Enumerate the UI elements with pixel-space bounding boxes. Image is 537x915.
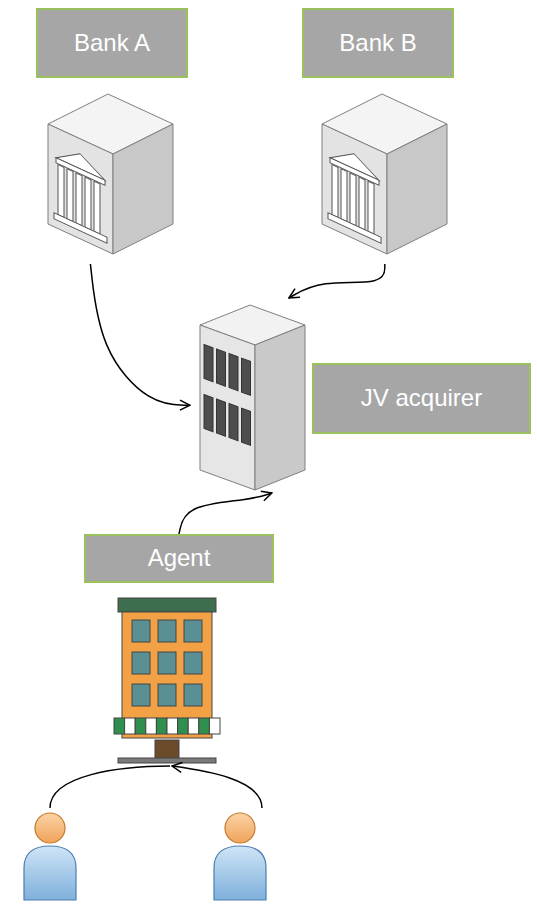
- office-building-part-part: [204, 344, 213, 381]
- office-building-part: [200, 325, 255, 490]
- office-building-part-part: [229, 354, 238, 391]
- shop-building-part-part: [167, 718, 178, 734]
- shop-building-part: [114, 718, 220, 734]
- shop-building-part-part: [114, 718, 125, 734]
- node-label: Bank B: [339, 30, 416, 56]
- shop-building-part: [132, 620, 202, 706]
- bank-building-part: [113, 124, 173, 254]
- shop-building-part: [122, 612, 212, 738]
- shop-building-part-part: [132, 652, 150, 674]
- node-label: JV acquirer: [361, 385, 482, 411]
- customer-icon-part: [225, 813, 255, 843]
- bank-building-part-part: [368, 181, 374, 234]
- office-building-part-part: [204, 394, 213, 431]
- connector-arrow: [179, 493, 272, 534]
- shop-building: [114, 598, 220, 763]
- shop-building-part-part: [158, 620, 176, 642]
- bank-building: [48, 94, 173, 254]
- shop-building-part: [118, 598, 216, 612]
- shop-building-part-part: [158, 652, 176, 674]
- label-box: Agent: [84, 534, 274, 583]
- customer-icon: [214, 813, 266, 900]
- customer-icon-part: [214, 846, 266, 900]
- shop-building-part-part: [199, 718, 210, 734]
- connector-arrow: [90, 264, 190, 405]
- bank-building-part-part: [58, 165, 64, 218]
- shop-building-part-part: [158, 684, 176, 706]
- bank-building-part-part: [350, 173, 356, 226]
- shop-building-part-part: [135, 718, 146, 734]
- bank-building-part: [54, 142, 107, 243]
- label-box: Bank B: [302, 8, 454, 78]
- node: JV acquirer: [190, 298, 531, 493]
- bank-building-part-part: [85, 177, 91, 230]
- bank-building-part-part: [341, 169, 347, 222]
- bank-building-part-part: [67, 169, 73, 222]
- office-building: [200, 305, 305, 490]
- bank-building-part: [322, 124, 387, 254]
- shop-building-part-part: [132, 620, 150, 642]
- bank-building-part-part: [332, 165, 338, 218]
- bank-building-part-part: [328, 213, 381, 243]
- connector-arrow: [289, 264, 385, 298]
- shop-building-part-part: [125, 718, 136, 734]
- bank-building-part: [387, 124, 447, 254]
- bank-building-part-part: [54, 213, 107, 243]
- shop-building-part-part: [209, 718, 220, 734]
- office-building-part: [255, 325, 305, 490]
- customer-arrow: [50, 766, 170, 808]
- shop-building-part-part: [188, 718, 199, 734]
- node: Bank A: [36, 8, 196, 264]
- shop-building-part: [155, 740, 179, 760]
- customer-icon-part: [35, 813, 65, 843]
- office-building-part: [204, 344, 251, 445]
- office-building-part-part: [217, 399, 226, 436]
- node-label: Bank A: [74, 30, 150, 56]
- office-building-part-part: [229, 404, 238, 441]
- office-building-part-part: [217, 349, 226, 386]
- bank-building-part-part: [76, 173, 82, 226]
- node: Agent: [82, 534, 276, 764]
- shop-building-part-part: [184, 684, 202, 706]
- bank-building: [322, 94, 447, 254]
- shop-building-part-part: [184, 652, 202, 674]
- bank-building-part: [48, 124, 113, 254]
- label-box: Bank A: [36, 8, 188, 78]
- bank-building-part-part: [359, 177, 365, 230]
- bank-building-part: [328, 142, 381, 243]
- customer-icon: [24, 813, 76, 900]
- customer-icon-part: [24, 846, 76, 900]
- shop-building-part-part: [184, 620, 202, 642]
- bank-building-part-part: [94, 181, 100, 234]
- node-label: Agent: [148, 545, 211, 571]
- shop-building-part-part: [132, 684, 150, 706]
- label-box: JV acquirer: [312, 363, 531, 434]
- office-building-part-part: [242, 408, 251, 445]
- customer-arrow: [172, 766, 262, 808]
- shop-building-part-part: [156, 718, 167, 734]
- office-building-part-part: [242, 358, 251, 395]
- shop-building-part-part: [178, 718, 189, 734]
- shop-building-part-part: [146, 718, 157, 734]
- shop-building-part: [118, 758, 216, 763]
- node: Bank B: [300, 8, 460, 264]
